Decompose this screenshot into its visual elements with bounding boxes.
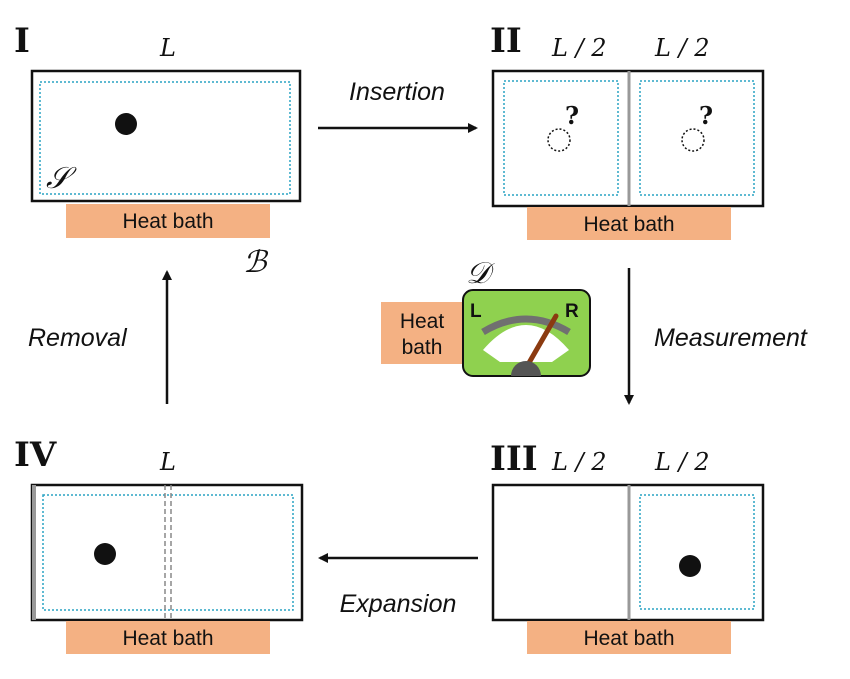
- stage-three-numeral: III: [490, 439, 538, 479]
- gauge-arc: [481, 315, 571, 336]
- stage-three: III L / 2 L / 2 Heat bath: [490, 439, 765, 654]
- stage-three-left-label: L / 2: [551, 448, 607, 476]
- stage-one-heat-bath-label: Heat bath: [122, 210, 213, 233]
- stage-one-box: [30, 69, 302, 203]
- stage-one: I L 𝒮 Heat bath ℬ: [14, 21, 302, 280]
- stage-four-heat-bath: [66, 621, 270, 654]
- stage-two-left-ghost-particle: [547, 128, 571, 152]
- detector: 𝒟 Heat bath L R: [381, 256, 591, 377]
- measurement-label: Measurement: [654, 324, 808, 352]
- stage-four-numeral: IV: [14, 435, 57, 475]
- stage-two-right-question-mark: ?: [699, 101, 713, 130]
- detector-heat-bath: [381, 302, 463, 364]
- detector-right-letter: R: [565, 301, 579, 322]
- stage-four-heat-bath-label: Heat bath: [122, 627, 213, 650]
- insertion-step: Insertion: [318, 78, 478, 133]
- stage-one-width-label: L: [159, 34, 176, 62]
- stage-three-particle: [679, 555, 701, 577]
- detector-heat-bath-line1: Heat: [400, 310, 445, 333]
- stage-two-left-question-mark: ?: [565, 101, 579, 130]
- stage-one-numeral: I: [14, 21, 30, 61]
- gauge-pivot: [511, 361, 541, 376]
- expansion-label: Expansion: [340, 590, 457, 618]
- stage-two-left-boundary: [503, 80, 619, 196]
- stage-two-numeral: II: [490, 21, 522, 61]
- stage-four-box: [30, 483, 304, 622]
- stage-two-right-ghost-particle: [681, 128, 705, 152]
- stage-three-right-label: L / 2: [654, 448, 710, 476]
- stage-four: IV L Heat bath: [14, 435, 304, 654]
- bath-symbol: ℬ: [243, 245, 269, 280]
- removal-label: Removal: [28, 324, 128, 352]
- stage-two-heat-bath: [527, 207, 731, 240]
- stage-four-particle: [94, 543, 116, 565]
- gauge-needle: [523, 313, 559, 371]
- insertion-label: Insertion: [349, 78, 445, 106]
- expansion-step: Expansion: [318, 553, 478, 618]
- detector-left-letter: L: [470, 301, 482, 322]
- removal-step: Removal: [28, 270, 172, 404]
- stage-one-particle: [115, 113, 137, 135]
- stage-two: II L / 2 L / 2 ? ? Heat bath: [490, 21, 765, 240]
- stage-one-system-boundary: [39, 81, 291, 195]
- stage-two-left-label: L / 2: [551, 34, 607, 62]
- stage-three-right-boundary: [639, 494, 755, 610]
- stage-three-heat-bath-label: Heat bath: [583, 627, 674, 650]
- stage-two-heat-bath-label: Heat bath: [583, 213, 674, 236]
- stage-four-system-boundary: [42, 494, 294, 611]
- stage-one-heat-bath: [66, 204, 270, 238]
- stage-four-width-label: L: [159, 448, 176, 476]
- stage-two-right-boundary: [639, 80, 755, 196]
- measurement-step: Measurement: [624, 268, 808, 405]
- detector-symbol: 𝒟: [466, 256, 495, 291]
- stage-three-heat-bath: [527, 621, 731, 654]
- detector-heat-bath-line2: bath: [402, 336, 443, 359]
- stage-two-right-label: L / 2: [654, 34, 710, 62]
